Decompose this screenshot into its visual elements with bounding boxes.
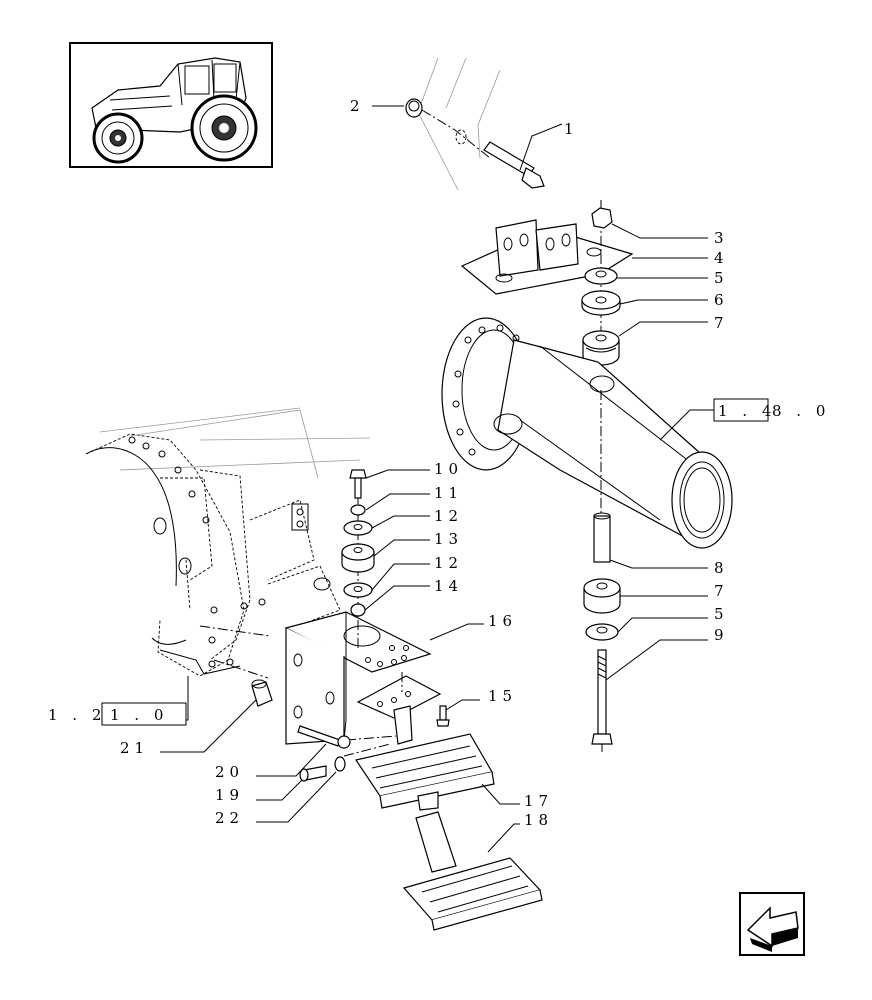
callout-3: 3 [714,229,729,247]
callout-13: 13 [434,530,463,548]
callout-5b: 5 [714,605,729,623]
callout-19: 19 [215,786,244,804]
callout-18: 18 [524,811,553,829]
callout-8: 8 [714,559,729,577]
callout-16: 16 [488,612,517,630]
callout-14: 14 [434,577,463,595]
hinge-plate [356,675,442,745]
bolt-part-10 [349,469,367,499]
callout-11: 11 [434,484,463,502]
callout-12: 12 [434,507,463,525]
nut-part-3 [591,207,613,229]
spacer-tube-part-8 [593,512,611,563]
callout-9: 9 [714,626,729,644]
callout-15: 15 [488,687,517,705]
callout-labels: 2 1 3 4 5 6 7 8 7 5 9 10 11 12 13 12 14 … [120,97,729,829]
step-part-18 [402,811,543,931]
washer-part-12-top [343,520,373,536]
axle-housing [441,317,733,549]
washer-part-12-bottom [343,582,373,598]
washer-part-11 [350,504,366,516]
callout-7: 7 [714,314,729,332]
reference-1-21-0[interactable]: 1 . 2 1 . 0 [48,702,187,726]
nut-part-14 [350,603,366,617]
step-part-17 [355,733,495,811]
callout-4: 4 [714,249,729,267]
nut-part-2 [405,98,423,118]
callout-22: 22 [215,809,244,827]
washer-part-22 [334,756,346,772]
bolt-part-19 [299,765,327,782]
bushing-part-21 [251,679,273,707]
reference-suffix: 1 . 0 [110,706,168,724]
rubber-mount-part-7-bottom [583,578,621,614]
callout-20: 20 [215,763,244,781]
washer-part-5-top [584,267,618,285]
rubber-mount-part-6 [581,290,621,316]
tractor-thumbnail-icon[interactable] [69,42,273,168]
callout-7b: 7 [714,582,729,600]
callout-2: 2 [350,97,365,115]
callout-10: 10 [434,460,463,478]
callout-6: 6 [714,291,729,309]
rubber-mount-part-7-top [582,330,620,366]
frame-rail [417,57,501,191]
bolt-part-1 [483,141,545,189]
reference-1-48-0[interactable]: 1 . 4 8 . 0 [713,398,830,422]
reference-prefix: 1 . 4 [718,402,776,420]
reference-prefix: 1 . 2 [48,706,106,724]
transmission-housing [85,407,371,677]
rubber-mount-part-13 [341,543,375,573]
callout-21: 21 [120,739,149,757]
callout-12b: 12 [434,554,463,572]
long-bolt-part-9 [591,649,613,745]
screw-part-15 [436,705,450,727]
callout-17: 17 [524,792,553,810]
back-arrow-icon[interactable] [739,892,805,956]
callout-1: 1 [564,120,579,138]
callout-5: 5 [714,269,729,287]
bolt-part-20 [297,725,351,749]
mount-bracket-part-4 [460,219,634,295]
reference-suffix: 8 . 0 [772,402,830,420]
leader-lines [160,105,714,853]
washer-part-5-bottom [585,623,619,641]
